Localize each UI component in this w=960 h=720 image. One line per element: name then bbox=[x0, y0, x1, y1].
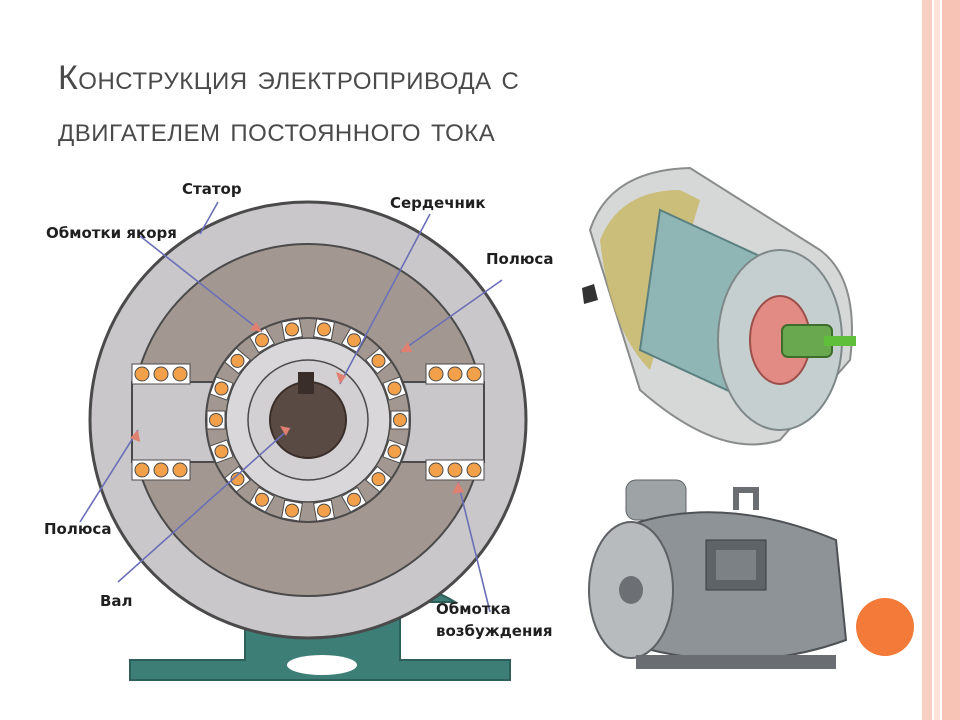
armature-winding-conductor bbox=[347, 333, 361, 348]
armature-winding-conductor bbox=[371, 472, 386, 487]
slide-title: Конструкция электропривода с двигателем … bbox=[58, 52, 858, 156]
shaft-key bbox=[298, 372, 314, 394]
armature-winding-conductor bbox=[371, 353, 386, 368]
right-border-stripe-outer bbox=[942, 0, 960, 720]
right-border-stripe bbox=[922, 0, 932, 720]
base-cutout bbox=[287, 655, 357, 675]
armature-winding-conductor bbox=[317, 503, 331, 518]
title-line-1: Конструкция электропривода с bbox=[58, 59, 520, 97]
title-line-2: двигателем постоянного тока bbox=[58, 111, 496, 149]
label-field-winding-line2: возбуждения bbox=[436, 622, 552, 640]
armature-winding-conductor bbox=[255, 333, 269, 348]
label-armature-windings: Обмотки якоря bbox=[46, 224, 177, 242]
leader-lines bbox=[79, 201, 503, 613]
armature-winding-conductor bbox=[317, 322, 331, 337]
armature-winding-conductor bbox=[214, 444, 229, 459]
decorative-orange-circle bbox=[856, 598, 914, 656]
armature-winding-conductor bbox=[209, 413, 223, 427]
label-core: Сердечник bbox=[390, 194, 486, 212]
motor-photo bbox=[588, 479, 848, 669]
motor-cutaway-image bbox=[582, 166, 856, 446]
armature-winding-conductor bbox=[230, 472, 245, 487]
label-stator: Статор bbox=[182, 180, 242, 198]
label-poles-top: Полюса bbox=[486, 250, 553, 268]
armature-winding-conductor bbox=[214, 381, 229, 396]
armature-winding-conductor bbox=[387, 381, 402, 396]
label-shaft: Вал bbox=[100, 592, 133, 610]
field-windings-left-bottom bbox=[131, 459, 191, 481]
armature-winding-conductor bbox=[255, 492, 269, 507]
label-field-winding-line1: Обмотка bbox=[436, 600, 511, 618]
field-windings-right-top bbox=[425, 363, 485, 385]
armature-winding-conductor bbox=[230, 353, 245, 368]
armature-winding-conductor bbox=[393, 413, 407, 427]
field-windings-right-bottom bbox=[425, 459, 485, 481]
field-windings-left-top bbox=[131, 363, 191, 385]
armature-winding-conductor bbox=[347, 492, 361, 507]
armature-winding-conductor bbox=[285, 503, 299, 518]
right-border-stripe-inner bbox=[934, 0, 940, 720]
armature-winding-conductor bbox=[387, 444, 402, 459]
armature-winding-conductor bbox=[285, 322, 299, 337]
dc-motor-cross-section: Статор Обмотки якоря Сердечник Полюса По… bbox=[44, 180, 553, 681]
leader-arrowheads bbox=[130, 322, 464, 494]
label-poles-bottom: Полюса bbox=[44, 520, 111, 538]
armature-winding-slots bbox=[206, 318, 410, 522]
